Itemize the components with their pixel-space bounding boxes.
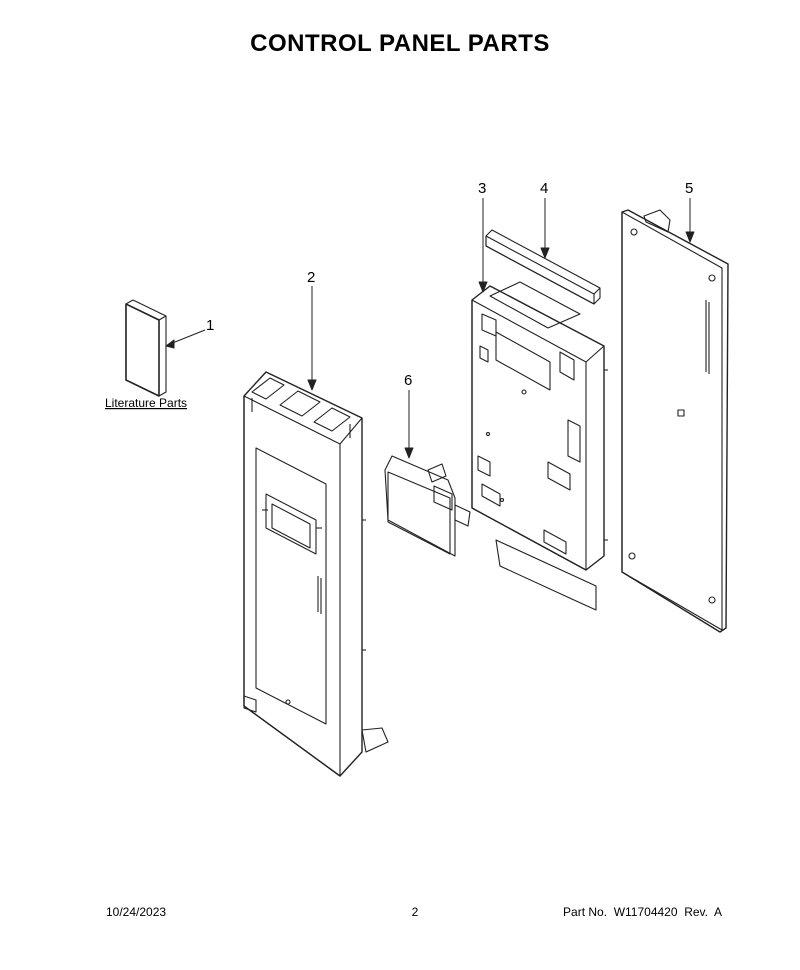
literature-parts-label: Literature Parts: [105, 396, 187, 410]
callout-1: 1: [206, 317, 214, 334]
part-6-sub-board: [384, 455, 471, 557]
part-4-gasket-strip: [485, 229, 601, 305]
part-3-control-housing: [471, 281, 608, 611]
page-title: CONTROL PANEL PARTS: [250, 30, 550, 57]
callout-2: 2: [307, 269, 315, 286]
callout-4: 4: [540, 180, 548, 197]
part-2-control-panel-frame: [243, 371, 389, 777]
footer-date: 10/24/2023: [106, 905, 167, 919]
leader-lines: [165, 198, 695, 459]
part-1-literature-booklet: [125, 299, 167, 397]
footer-page-number: 2: [411, 905, 419, 919]
footer-part-number: Part No. W11704420 Rev. A: [563, 905, 722, 919]
part-5-backing-cover: [621, 209, 729, 633]
callout-3: 3: [478, 180, 486, 197]
callout-6: 6: [404, 372, 412, 389]
callout-5: 5: [685, 180, 693, 197]
